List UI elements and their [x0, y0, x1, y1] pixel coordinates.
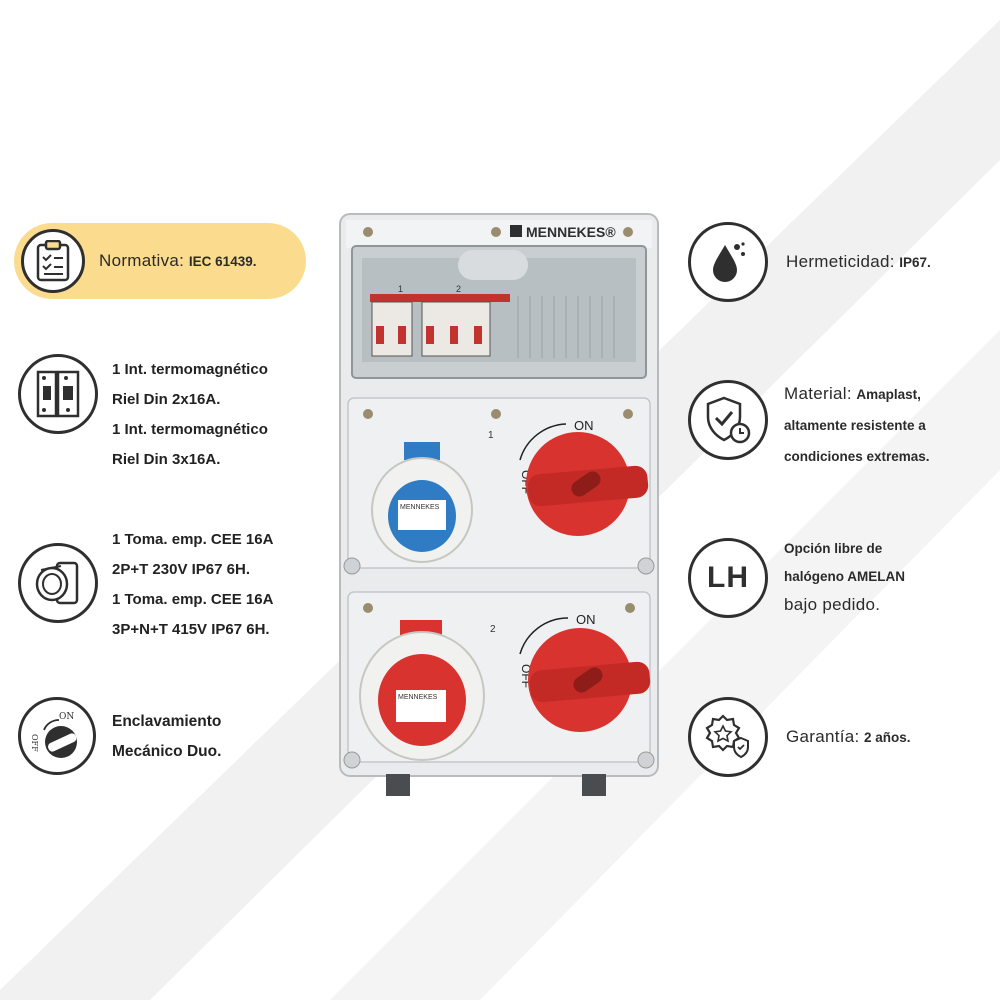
breakers-line-4: Riel Din 3x16A.	[112, 451, 221, 468]
garantia-value: 2 años.	[864, 730, 911, 745]
shield-check-icon	[688, 380, 768, 460]
halogen-line-2: halógeno AMELAN	[784, 569, 905, 584]
normativa-pill: Normativa: IEC 61439.	[14, 223, 306, 299]
warranty-badge-icon	[688, 697, 768, 777]
circuit-breaker-icon	[18, 354, 98, 434]
mennekes-enclosure: MENNEKES® 1 2 MENNEKES 1 ON OFF MENNEK	[339, 213, 659, 796]
rotary-switch-icon: ON OFF	[18, 697, 96, 775]
clipboard-checklist-icon	[21, 229, 85, 293]
interlock-text: Enclavamiento Mecánico Duo.	[112, 707, 221, 767]
sockets-line-1: 1 Toma. emp. CEE 16A	[112, 531, 274, 548]
halogen-text: Opción libre de halógeno AMELAN bajo ped…	[784, 535, 905, 619]
socket2-brand: MENNEKES	[398, 694, 438, 701]
material-value-2: altamente resistente a	[784, 418, 926, 433]
breaker-number-2: 2	[456, 284, 461, 294]
interlock-feature: ON OFF	[18, 697, 96, 775]
sockets-feature	[18, 543, 98, 623]
garantia-text: Garantía: 2 años.	[786, 727, 911, 747]
brand-text: MENNEKES®	[526, 224, 616, 240]
material-value-1: Amaplast,	[856, 387, 921, 402]
switch2-number: 2	[490, 624, 496, 635]
switch2-on: ON	[576, 612, 596, 627]
lh-icon-text: LH	[707, 561, 749, 594]
sockets-text: 1 Toma. emp. CEE 16A 2P+T 230V IP67 6H. …	[112, 525, 273, 645]
breakers-text: 1 Int. termomagnético Riel Din 2x16A. 1 …	[112, 355, 268, 475]
material-text: Material: Amaplast, altamente resistente…	[784, 378, 930, 472]
material-label: Material:	[784, 384, 852, 403]
garantia-label: Garantía:	[786, 727, 860, 746]
hermeticidad-text: Hermeticidad: IP67.	[786, 252, 931, 272]
sockets-line-3: 1 Toma. emp. CEE 16A	[112, 591, 274, 608]
halogen-extra: bajo pedido.	[784, 595, 881, 614]
breakers-line-1: 1 Int. termomagnético	[112, 361, 268, 378]
normativa-text: Normativa: IEC 61439.	[99, 251, 256, 271]
breaker-number-1: 1	[398, 284, 403, 294]
garantia-feature: Garantía: 2 años.	[688, 697, 911, 777]
lh-icon: LH	[688, 538, 768, 618]
icon-off-label: OFF	[30, 734, 39, 752]
material-feature	[688, 380, 768, 460]
normativa-value: IEC 61439.	[188, 254, 257, 269]
icon-on-label: ON	[59, 712, 74, 722]
sockets-line-2: 2P+T 230V IP67 6H.	[112, 561, 251, 578]
sockets-line-4: 3P+N+T 415V IP67 6H.	[112, 621, 270, 638]
halogen-feature: LH	[688, 538, 768, 618]
interlock-line-2: Mecánico Duo.	[112, 743, 222, 760]
cee-socket-icon	[18, 543, 98, 623]
material-value-3: condiciones extremas.	[784, 449, 930, 464]
breakers-line-3: 1 Int. termomagnético	[112, 421, 268, 438]
halogen-line-1: Opción libre de	[784, 541, 883, 556]
socket1-brand: MENNEKES	[400, 504, 440, 511]
hermeticidad-label: Hermeticidad:	[786, 252, 895, 271]
interlock-line-1: Enclavamiento	[112, 713, 222, 730]
hermeticidad-feature: Hermeticidad: IP67.	[688, 222, 931, 302]
water-drop-icon	[688, 222, 768, 302]
switch1-on: ON	[574, 418, 594, 433]
breakers-line-2: Riel Din 2x16A.	[112, 391, 221, 408]
hermeticidad-value: IP67.	[899, 255, 931, 270]
breakers-feature	[18, 354, 98, 434]
switch1-number: 1	[488, 430, 494, 441]
normativa-label: Normativa:	[99, 251, 185, 270]
